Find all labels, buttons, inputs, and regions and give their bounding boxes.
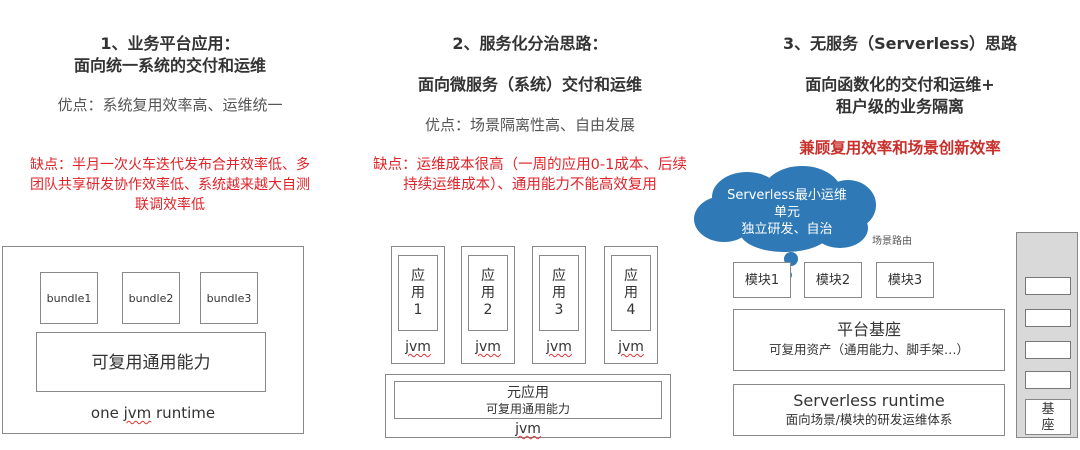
cloud-line1: Serverless最小运维: [727, 188, 847, 203]
app-char2: 用: [552, 285, 566, 301]
col2-cons-line2: 持续运维成本）、通用能力不能高效复用: [403, 177, 657, 193]
app-number: 3: [554, 302, 564, 318]
app-char2: 用: [481, 285, 495, 301]
rack-slot: [1025, 371, 1071, 389]
platform-base-title: 平台基座: [836, 320, 901, 339]
app-container: 应 用 2 jvm: [461, 246, 515, 364]
col3-highlight: 兼顾复用效率和场景创新效率: [799, 139, 1001, 157]
col2-subtitle: 面向微服务（系统）交付和运维: [417, 75, 642, 94]
col1-runtime: one jvm runtime: [2, 404, 304, 422]
app-char2: 用: [411, 285, 425, 301]
col3-subtitle-line2: 租户级的业务隔离: [835, 97, 964, 116]
col3-subtitle: 面向函数化的交付和运维+ 租户级的业务隔离: [760, 74, 1040, 118]
col1-title: 1、业务平台应用： 面向统一系统的交付和运维: [20, 33, 320, 77]
cloud-line3: 独立研发、自治: [741, 222, 833, 237]
app-box: 应 用 4: [611, 255, 651, 331]
col2-cons: 缺点：运维成本很高（一周的应用0-1成本、后续 持续运维成本）、通用能力不能高效…: [336, 155, 724, 195]
col2-title: 2、服务化分治思路：: [452, 34, 608, 53]
app-box: 应 用 2: [468, 255, 508, 331]
module-box: 模块1: [733, 262, 791, 298]
module-label: 模块1: [744, 273, 780, 288]
app-container: 应 用 1 jvm: [391, 246, 445, 364]
base-label-line1: 基: [1041, 402, 1055, 417]
platform-base-desc: 可复用资产（通用能力、脚手架…）: [768, 342, 969, 357]
bundle-label: bundle2: [128, 292, 174, 305]
app-number: 2: [483, 302, 493, 318]
bundle-label: bundle1: [46, 292, 92, 305]
meta-app-box: 元应用 可复用通用能力: [394, 381, 662, 419]
col1-title-line1: 1、业务平台应用：: [100, 34, 240, 53]
col2-cons-line1: 缺点：运维成本很高（一周的应用0-1成本、后续: [373, 157, 687, 173]
col1-cons: 缺点：半月一次火车迭代发布合并效率低、多 团队共享研发协作效率低、系统越来越大自…: [2, 155, 338, 215]
cloud-line2: 单元: [773, 205, 800, 220]
app-box: 应 用 1: [398, 255, 438, 331]
base-rack: 基 座: [1016, 232, 1078, 438]
app-box: 应 用 3: [539, 255, 579, 331]
meta-app-common: 可复用通用能力: [485, 402, 570, 416]
app-jvm: jvm: [405, 339, 431, 355]
app-jvm: jvm: [618, 339, 644, 355]
module-box: 模块3: [876, 262, 934, 298]
bundle-box: bundle1: [40, 272, 98, 324]
col1-cons-line1: 缺点：半月一次火车迭代发布合并效率低、多: [30, 157, 310, 173]
col1-title-line2: 面向统一系统的交付和运维: [73, 56, 266, 75]
app-jvm: jvm: [475, 339, 501, 355]
app-char1: 应: [624, 268, 638, 284]
app-number: 4: [626, 302, 636, 318]
col3-title: 3、无服务（Serverless）思路: [783, 34, 1017, 53]
module-label: 模块3: [887, 273, 923, 288]
app-char1: 应: [552, 268, 566, 284]
module-box: 模块2: [804, 262, 862, 298]
serverless-runtime-box: Serverless runtime 面向场景/模块的研发运维体系: [733, 384, 1005, 436]
meta-app-frame: 元应用 可复用通用能力 jvm: [385, 374, 671, 438]
platform-base-box: 平台基座 可复用资产（通用能力、脚手架…）: [733, 309, 1005, 371]
col1-cons-line3: 联调效率低: [135, 197, 205, 213]
app-container: 应 用 4 jvm: [604, 246, 658, 364]
col1-common-capability: 可复用通用能力: [36, 332, 266, 392]
module-label: 模块2: [815, 273, 851, 288]
col1-cons-line2: 团队共享研发协作效率低、系统越来越大自测: [30, 177, 310, 193]
app-container: 应 用 3 jvm: [532, 246, 586, 364]
col3-subtitle-line1: 面向函数化的交付和运维+: [805, 75, 995, 94]
col1-runtime-prefix: one: [90, 404, 124, 422]
app-char1: 应: [411, 268, 425, 284]
bundle-label: bundle3: [206, 292, 252, 305]
bundle-box: bundle2: [122, 272, 180, 324]
base-label-line2: 座: [1041, 418, 1055, 433]
bundle-box: bundle3: [200, 272, 258, 324]
col2-pros: 优点：场景隔离性高、自由发展: [424, 116, 635, 134]
app-char2: 用: [624, 285, 638, 301]
serverless-runtime-title: Serverless runtime: [793, 391, 945, 410]
meta-app-title: 元应用: [507, 385, 549, 401]
app-char1: 应: [481, 268, 495, 284]
rack-slot: [1025, 341, 1071, 359]
cloud-text: Serverless最小运维 单元 独立研发、自治: [702, 187, 872, 238]
base-label-box: 基 座: [1025, 399, 1071, 435]
col1-runtime-jvm: jvm: [123, 404, 152, 422]
routing-label: 场景路由: [872, 236, 912, 247]
col1-runtime-suffix: runtime: [151, 404, 216, 422]
app-jvm: jvm: [546, 339, 572, 355]
app-number: 1: [413, 302, 423, 318]
rack-slot: [1025, 277, 1071, 295]
rack-slot: [1025, 309, 1071, 327]
serverless-runtime-desc: 面向场景/模块的研发运维体系: [785, 412, 953, 427]
meta-app-jvm: jvm: [515, 421, 541, 437]
col1-pros: 优点：系统复用效率高、运维统一: [57, 96, 283, 114]
col1-common-label: 可复用通用能力: [91, 353, 211, 373]
